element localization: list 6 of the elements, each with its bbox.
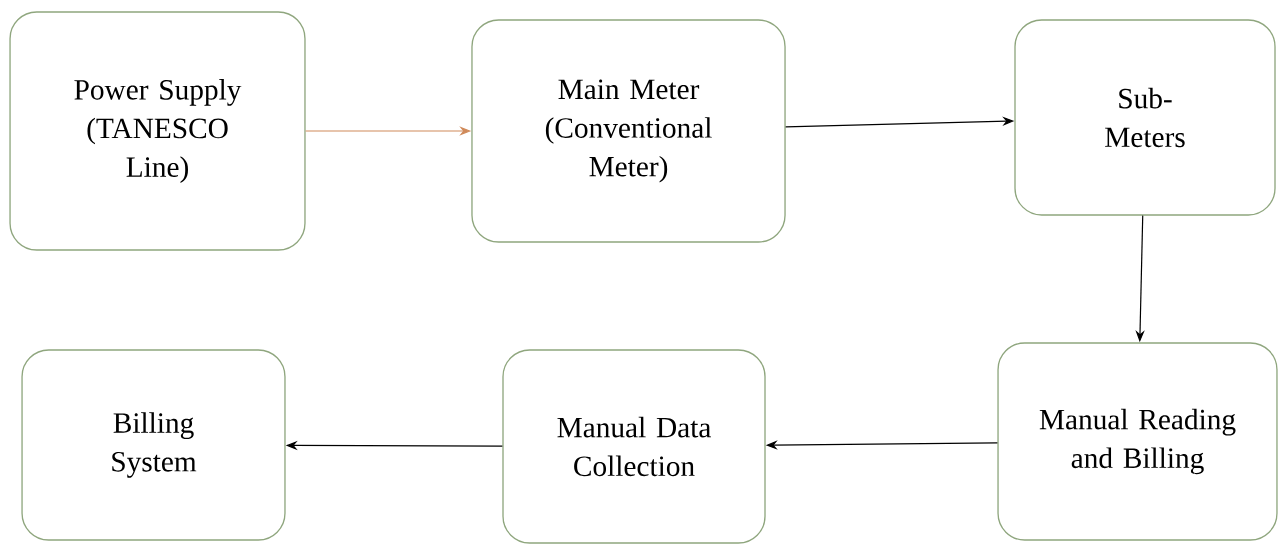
process-box: Sub-Meters xyxy=(1014,19,1276,216)
process-box: Manual Data Collection xyxy=(502,349,766,544)
process-box: Billing System xyxy=(21,349,286,541)
process-box: Main Meter (Conventional Meter) xyxy=(471,19,786,243)
process-box: Power Supply (TANESCO Line) xyxy=(9,11,306,251)
process-box: Manual Reading and Billing xyxy=(997,342,1278,541)
